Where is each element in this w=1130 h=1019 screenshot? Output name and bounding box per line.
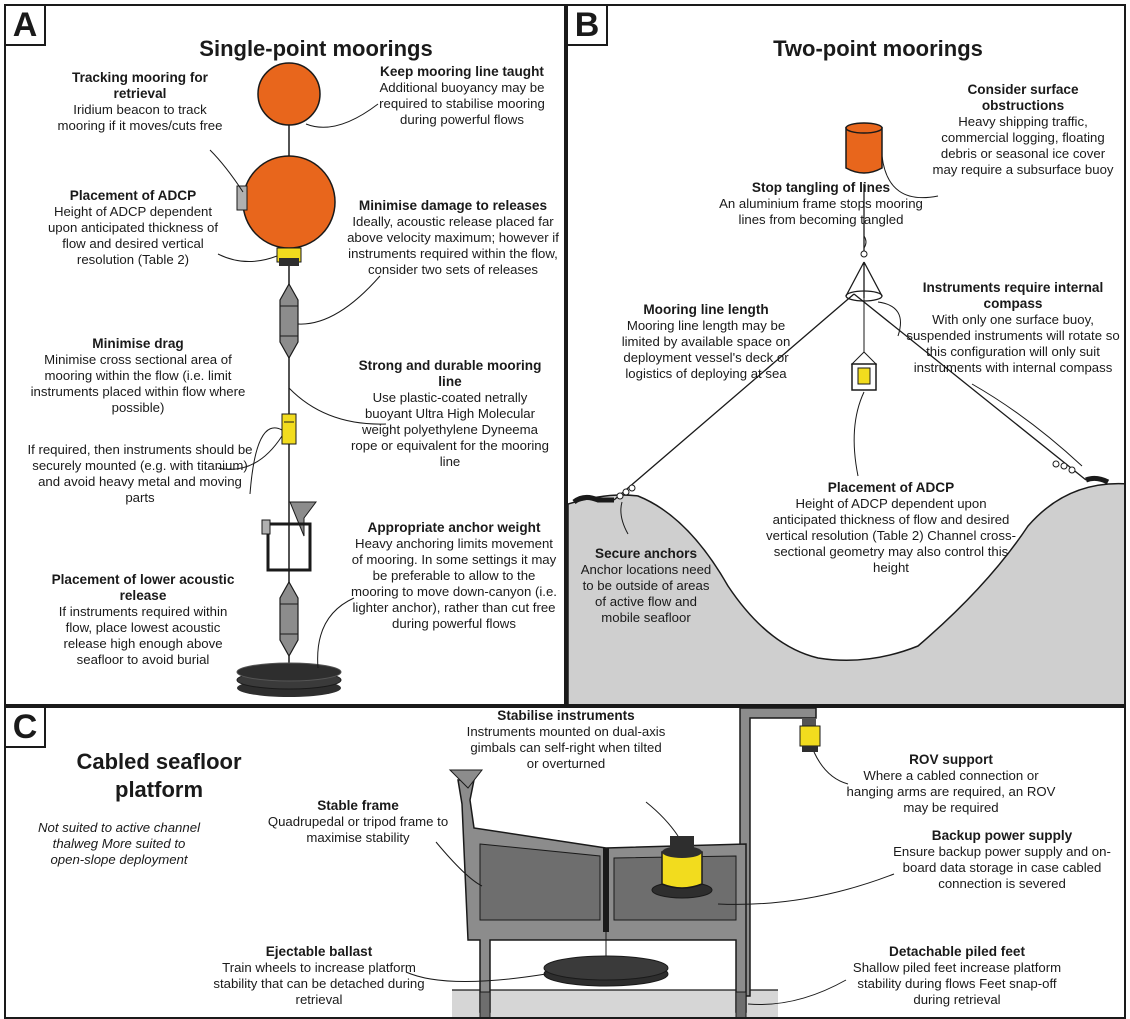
- instrument-frame: [266, 522, 312, 572]
- panel-a-label: A: [6, 6, 46, 46]
- platform-frame: [457, 779, 747, 1013]
- small-instrument: [281, 413, 297, 445]
- panel-b-title: Two-point moorings: [773, 36, 983, 61]
- panel-c: C Cabled seafloor platform: [4, 706, 1126, 1019]
- surface-buoy: [845, 127, 883, 174]
- main-buoy: [242, 155, 336, 249]
- single-point-mooring-drawing: [209, 62, 387, 697]
- piled-foot-left: [479, 991, 491, 1017]
- panel-b: B Two-point moorings: [566, 4, 1126, 706]
- hanging-instrument: [799, 725, 821, 747]
- top-buoy: [257, 62, 321, 126]
- panel-b-label: B: [568, 6, 608, 46]
- panel-c-title: Cabled seafloor platform: [76, 749, 242, 802]
- note-side-deployment: Not suited to active channel thalweg Mor…: [37, 820, 200, 867]
- panel-c-label: C: [6, 708, 46, 748]
- cabled-platform-drawing: [405, 708, 895, 1017]
- aluminium-frame: [845, 261, 883, 298]
- panel-a-title: Single-point moorings: [199, 36, 433, 61]
- piled-foot-right: [735, 991, 747, 1017]
- seafloor-canyon: [568, 482, 1124, 704]
- panel-a: A Single-point moorings: [4, 4, 566, 706]
- suspended-adcp: [857, 367, 871, 385]
- two-point-mooring-drawing: [568, 122, 1124, 704]
- upper-acoustic-release: [279, 282, 299, 360]
- gimballed-instrument: [661, 851, 703, 889]
- note-secure-instruments: If required, then instruments should be …: [27, 442, 253, 505]
- lower-acoustic-release: [279, 580, 299, 658]
